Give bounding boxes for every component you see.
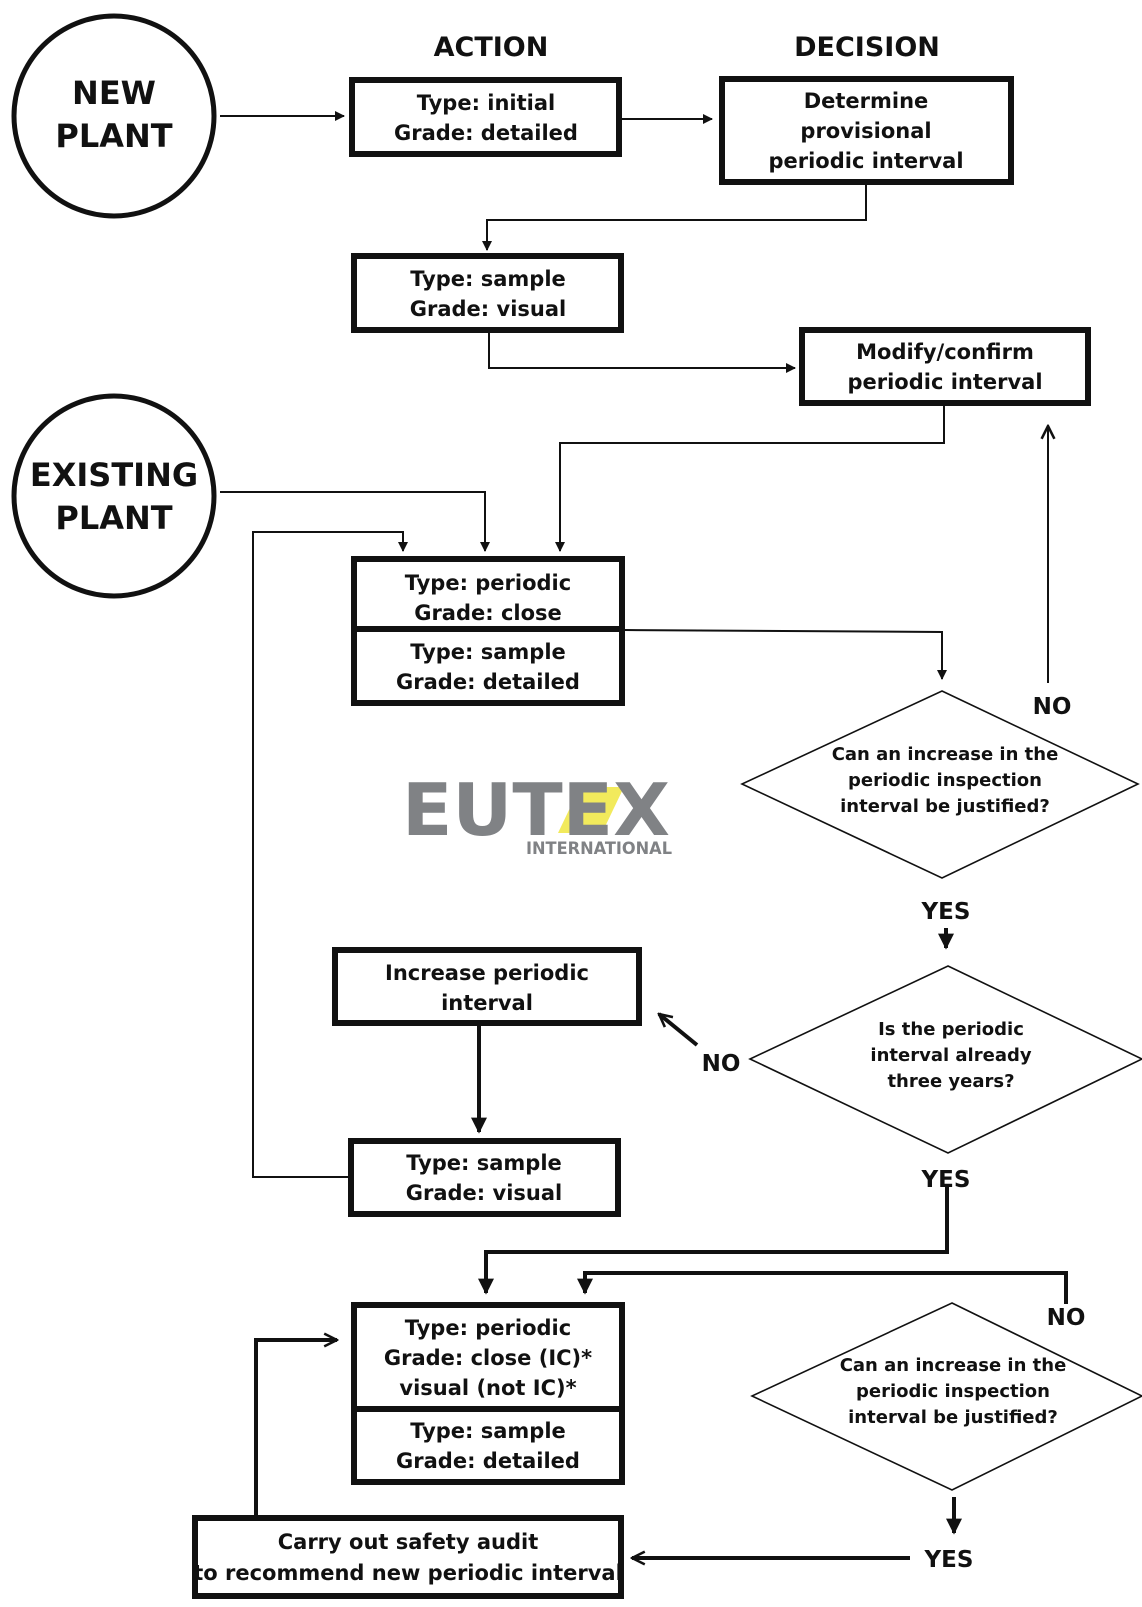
box-sample-visual-2: Type: sample Grade: visual	[348, 1138, 621, 1217]
box-line: Type: periodic	[405, 1316, 571, 1340]
box-line: Increase periodic	[385, 961, 589, 985]
box-line: interval	[441, 991, 533, 1015]
logo-wordmark: EUTEX	[402, 768, 670, 852]
label-yes-1: YES	[921, 899, 971, 925]
arrow-modify-to-periodic	[555, 403, 945, 552]
box-line: Grade: close	[414, 601, 562, 625]
label-no-3: NO	[1047, 1305, 1086, 1331]
circle-label: NEW	[72, 74, 156, 112]
decision-line: periodic inspection	[848, 770, 1042, 791]
eutex-logo: EUTEX INTERNATIONAL	[402, 768, 672, 859]
box-sample-visual-1: Type: sample Grade: visual	[351, 253, 624, 333]
logo-accent-shape	[558, 787, 624, 833]
circle-new-plant: NEW PLANT	[11, 13, 217, 219]
decision-line: periodic inspection	[856, 1381, 1050, 1402]
box-line: Carry out safety audit	[278, 1530, 539, 1554]
label-no-2: NO	[702, 1051, 741, 1077]
decision-line: Can an increase in the	[840, 1355, 1067, 1376]
box-periodic-close: Type: periodic Grade: close	[351, 556, 625, 632]
box-initial-detailed: Type: initial Grade: detailed	[349, 77, 622, 157]
box-line: Type: sample	[406, 1151, 562, 1175]
box-line: periodic interval	[768, 149, 963, 173]
header-action: ACTION	[434, 32, 549, 63]
arrow-loop-to-periodic	[252, 531, 408, 1178]
box-increase-interval: Increase periodic interval	[332, 947, 642, 1026]
box-line: Modify/confirm	[856, 340, 1034, 364]
box-line: Grade: detailed	[396, 1449, 580, 1473]
box-sample-detailed-2: Type: sample Grade: detailed	[351, 1406, 625, 1485]
decision-line: interval already	[870, 1045, 1031, 1066]
decision-line: Is the periodic	[878, 1019, 1024, 1040]
box-provisional-interval: Determine provisional periodic interval	[719, 76, 1014, 185]
box-periodic-close-ic: Type: periodic Grade: close (IC)* visual…	[351, 1302, 625, 1412]
box-line: Type: initial	[417, 91, 555, 115]
circle-label: PLANT	[55, 117, 172, 155]
box-line: Type: sample	[410, 267, 566, 291]
decision-line: three years?	[887, 1071, 1014, 1092]
label-yes-2: YES	[921, 1167, 971, 1193]
box-sample-detailed-1: Type: sample Grade: detailed	[351, 626, 625, 706]
arrow-no-2-to-increase	[659, 1014, 699, 1047]
box-line: Grade: visual	[410, 297, 566, 321]
decision-line: interval be justified?	[848, 1407, 1058, 1428]
box-safety-audit: Carry out safety audit to recommend new …	[192, 1515, 624, 1599]
box-modify-confirm: Modify/confirm periodic interval	[799, 327, 1091, 406]
arrow-sample-to-modify	[488, 328, 796, 373]
circle-existing-plant: EXISTING PLANT	[11, 393, 217, 599]
decision-line: Can an increase in the	[832, 744, 1059, 765]
box-line: Type: sample	[410, 640, 566, 664]
decision-line: interval be justified?	[840, 796, 1050, 817]
box-line: periodic interval	[847, 370, 1042, 394]
label-no-1: NO	[1033, 694, 1072, 720]
box-line: to recommend new periodic interval	[193, 1561, 623, 1585]
box-line: Grade: visual	[406, 1181, 562, 1205]
logo-subtitle: INTERNATIONAL	[526, 839, 672, 859]
header-decision: DECISION	[794, 32, 940, 63]
decision-justify-2: Can an increase in the periodic inspecti…	[750, 1302, 1142, 1491]
circle-label: PLANT	[55, 499, 172, 537]
box-line: provisional	[800, 119, 931, 143]
box-line: Grade: close (IC)*	[384, 1346, 592, 1370]
box-line: visual (not IC)*	[399, 1376, 576, 1400]
arrow-no-3-to-periodic-ic	[577, 1271, 1068, 1304]
circle-label: EXISTING	[30, 456, 198, 494]
arrow-yes-2-to-periodic-ic	[478, 1187, 949, 1295]
box-line: Type: sample	[410, 1419, 566, 1443]
arrow-existing-to-periodic	[220, 491, 490, 552]
arrow-provisional-to-sample	[482, 184, 867, 251]
box-line: Type: periodic	[405, 571, 571, 595]
decision-justify-1: Can an increase in the periodic inspecti…	[740, 690, 1140, 879]
box-line: Determine	[804, 89, 929, 113]
connectors	[220, 111, 1068, 1558]
label-yes-3: YES	[924, 1547, 974, 1573]
arrow-audit-to-periodic-ic	[254, 1340, 337, 1515]
box-line: Grade: detailed	[396, 670, 580, 694]
arrow-periodic-to-decision-1	[623, 629, 947, 680]
decision-three-years: Is the periodic interval already three y…	[748, 965, 1142, 1154]
box-line: Grade: detailed	[394, 121, 578, 145]
